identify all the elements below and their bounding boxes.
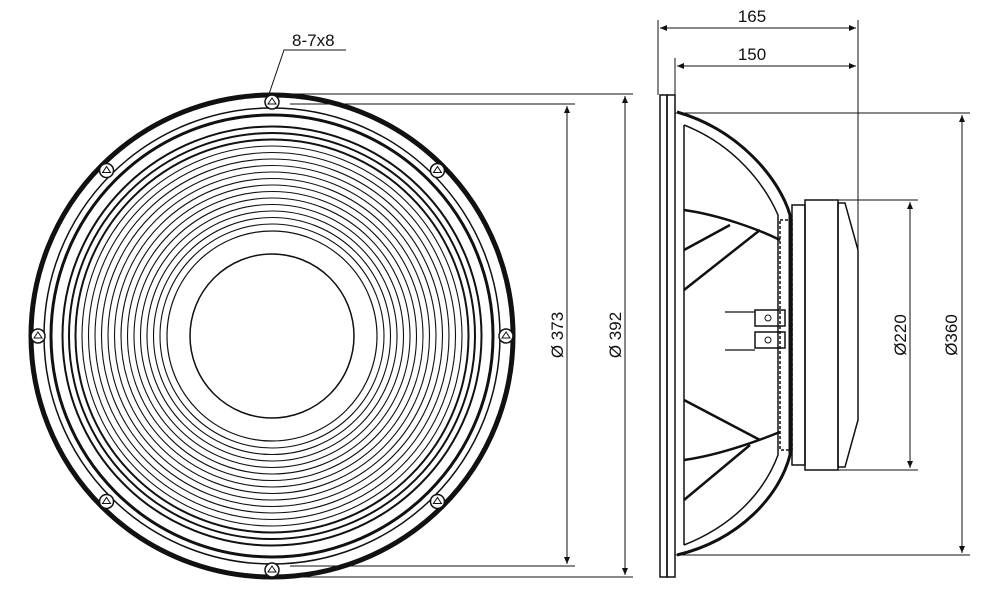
dim-label-150: 150 xyxy=(738,45,766,64)
cone-ring xyxy=(61,125,483,547)
cone-ring xyxy=(87,151,457,521)
mounting-holes xyxy=(30,94,514,578)
dust-cap xyxy=(189,253,355,419)
cone-rings xyxy=(61,125,483,547)
mounting-hole xyxy=(98,162,115,179)
hole-callout-label: 8-7x8 xyxy=(292,31,335,50)
terminal-lower xyxy=(754,331,786,349)
cone-inner-edge xyxy=(166,230,378,442)
cone-ring xyxy=(126,190,418,482)
dim-label-392: Ø 392 xyxy=(606,312,625,358)
basket-outline xyxy=(676,110,792,557)
dim-label-360: Ø360 xyxy=(942,314,961,356)
terminal-upper xyxy=(754,309,786,327)
top-plate xyxy=(791,204,806,466)
cone-ring xyxy=(159,223,385,449)
inner-frame-ring xyxy=(43,107,501,565)
front-view xyxy=(28,49,516,580)
cone-ring xyxy=(139,203,405,469)
cone-ring xyxy=(100,164,444,508)
magnet xyxy=(804,199,839,471)
cone-ring xyxy=(113,177,431,495)
mounting-hole xyxy=(98,493,115,510)
gasket-ring xyxy=(49,113,495,559)
mounting-hole xyxy=(264,94,280,110)
mounting-hole xyxy=(429,493,446,510)
cone-ring xyxy=(133,197,411,475)
mounting-hole xyxy=(264,562,280,578)
side-dimensions xyxy=(657,20,970,556)
front-dimensions xyxy=(280,93,633,578)
cone-ring xyxy=(146,210,398,462)
cone-ring xyxy=(152,216,392,456)
mounting-hole xyxy=(30,328,46,344)
cone-ring xyxy=(68,132,476,540)
front-flange xyxy=(659,94,668,578)
dim-label-373: Ø 373 xyxy=(548,312,567,358)
mounting-hole xyxy=(429,162,446,179)
basket-ribs xyxy=(683,208,781,501)
side-view xyxy=(659,94,859,578)
mounting-hole xyxy=(498,328,514,344)
cone-ring xyxy=(120,184,424,488)
dim-label-220: Ø220 xyxy=(891,314,910,356)
hole-callout-leader xyxy=(267,49,346,98)
baffle-ring xyxy=(666,94,676,578)
cone-ring xyxy=(74,138,470,534)
dim-label-165: 165 xyxy=(738,7,766,26)
back-plate xyxy=(837,202,859,468)
cone-ring xyxy=(94,158,450,514)
cone-ring xyxy=(81,145,463,527)
cone-ring xyxy=(107,171,437,501)
